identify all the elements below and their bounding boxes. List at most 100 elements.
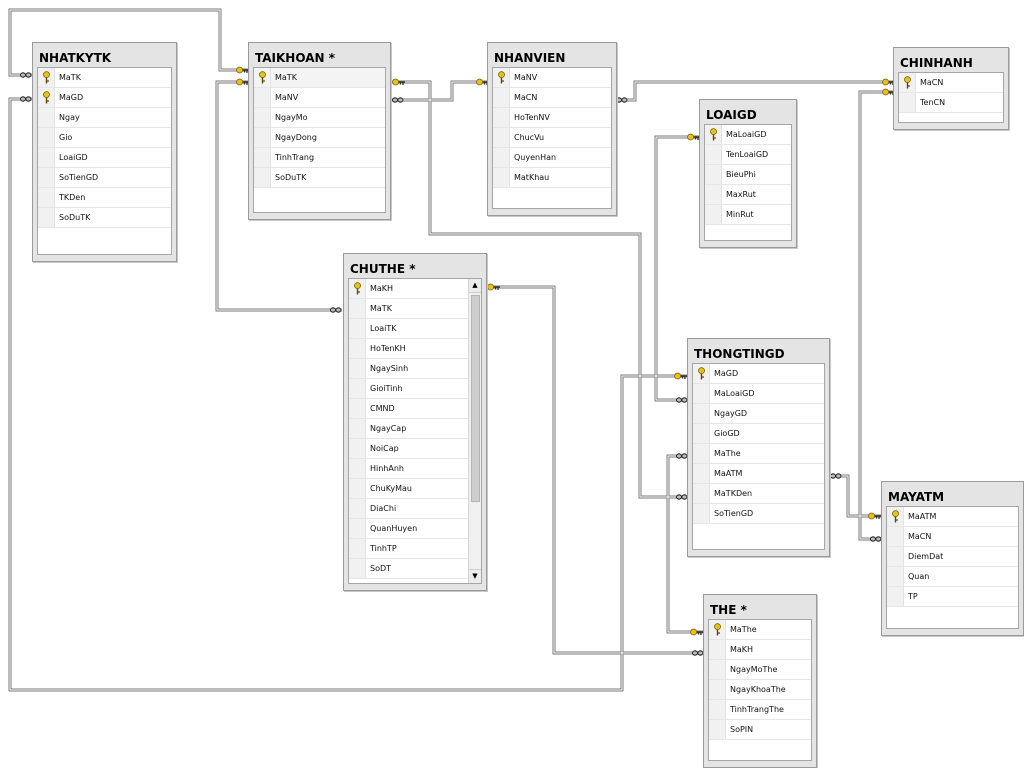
column-name: ChuKyMau: [370, 484, 412, 493]
column-name: HoTenNV: [514, 113, 550, 122]
column-row[interactable]: HinhAnh: [349, 459, 481, 479]
column-row[interactable]: NgaySinh: [349, 359, 481, 379]
column-row[interactable]: MatKhau: [493, 168, 611, 188]
column-row[interactable]: MaKH: [349, 279, 481, 299]
table-title: MAYATM: [888, 490, 945, 504]
column-row[interactable]: GioiTinh: [349, 379, 481, 399]
column-row[interactable]: MaThe: [709, 620, 811, 640]
column-name: MaTK: [370, 304, 392, 313]
column-name: MaTKDen: [714, 489, 753, 498]
column-row[interactable]: ChuKyMau: [349, 479, 481, 499]
column-name: TKDen: [59, 193, 86, 202]
table-nhatkytk[interactable]: NHATKYTK MaTK MaGD Ngay Gio LoaiGD SoTie…: [32, 42, 177, 262]
column-row[interactable]: ChucVu: [493, 128, 611, 148]
column-row[interactable]: TinhTrang: [254, 148, 385, 168]
column-row[interactable]: SoTienGD: [38, 168, 171, 188]
column-row[interactable]: MaKH: [709, 640, 811, 660]
column-row[interactable]: CMND: [349, 399, 481, 419]
column-row[interactable]: LoaiGD: [38, 148, 171, 168]
column-name: GioiTinh: [370, 384, 403, 393]
column-row[interactable]: MaCN: [493, 88, 611, 108]
column-row[interactable]: SoDT: [349, 559, 481, 579]
column-name: Ngay: [59, 113, 80, 122]
column-row[interactable]: MaCN: [899, 73, 1003, 93]
table-loaigd[interactable]: LOAIGD MaLoaiGD TenLoaiGD BieuPhi MaxRut…: [699, 99, 797, 248]
column-name: MaCN: [920, 78, 944, 87]
column-row[interactable]: DiemDat: [887, 547, 1018, 567]
table-title: THE *: [710, 603, 747, 617]
vertical-scrollbar[interactable]: ▲ ▼: [468, 279, 481, 583]
column-list: MaCN TenCN: [898, 72, 1004, 123]
column-row[interactable]: GioGD: [693, 424, 824, 444]
column-row[interactable]: MaTK: [38, 68, 171, 88]
column-row[interactable]: MaNV: [254, 88, 385, 108]
column-row[interactable]: MaLoaiGD: [705, 125, 791, 145]
table-title: THONGTINGD: [694, 347, 785, 361]
column-row[interactable]: TenCN: [899, 93, 1003, 113]
column-name: Gio: [59, 133, 73, 142]
column-row[interactable]: LoaiTK: [349, 319, 481, 339]
table-the[interactable]: THE * MaThe MaKH NgayMoThe NgayKhoaThe T…: [703, 594, 817, 768]
table-nhanvien[interactable]: NHANVIEN MaNV MaCN HoTenNV ChucVu QuyenH…: [487, 42, 617, 216]
table-mayatm[interactable]: MAYATM MaATM MaCN DiemDat Quan TP: [881, 481, 1024, 636]
column-row[interactable]: MaATM: [693, 464, 824, 484]
column-row[interactable]: Ngay: [38, 108, 171, 128]
column-row[interactable]: MaATM: [887, 507, 1018, 527]
column-row[interactable]: NgayGD: [693, 404, 824, 424]
column-row[interactable]: NgayKhoaThe: [709, 680, 811, 700]
column-name: MaGD: [59, 93, 84, 102]
column-name: MaxRut: [726, 190, 756, 199]
column-name: QuyenHan: [514, 153, 557, 162]
column-row[interactable]: NoiCap: [349, 439, 481, 459]
column-row[interactable]: TKDen: [38, 188, 171, 208]
column-row[interactable]: NgayCap: [349, 419, 481, 439]
table-title: LOAIGD: [706, 108, 757, 122]
column-row[interactable]: SoDuTK: [38, 208, 171, 228]
column-row[interactable]: Quan: [887, 567, 1018, 587]
triangle-down-icon[interactable]: ▼: [469, 569, 481, 583]
table-taikhoan[interactable]: TAIKHOAN * MaTK MaNV NgayMo NgayDong Tin…: [248, 42, 391, 220]
key-icon: [498, 71, 505, 84]
table-chuthe[interactable]: CHUTHE * MaKH MaTK LoaiTK HoTenKH NgaySi…: [343, 253, 487, 591]
column-row[interactable]: MaTK: [254, 68, 385, 88]
column-row[interactable]: MaLoaiGD: [693, 384, 824, 404]
column-row[interactable]: TinhTrangThe: [709, 700, 811, 720]
column-row[interactable]: SoTienGD: [693, 504, 824, 524]
column-row[interactable]: SoDuTK: [254, 168, 385, 188]
column-row[interactable]: NgayMo: [254, 108, 385, 128]
column-row[interactable]: TinhTP: [349, 539, 481, 559]
column-row[interactable]: MaTKDen: [693, 484, 824, 504]
column-row[interactable]: NgayDong: [254, 128, 385, 148]
column-name: NgayDong: [275, 133, 317, 142]
table-title: CHUTHE *: [350, 262, 416, 276]
column-row[interactable]: MaxRut: [705, 185, 791, 205]
scrollbar-thumb[interactable]: [471, 295, 480, 502]
column-name: NoiCap: [370, 444, 399, 453]
column-row[interactable]: QuanHuyen: [349, 519, 481, 539]
column-row[interactable]: MaCN: [887, 527, 1018, 547]
column-row[interactable]: MinRut: [705, 205, 791, 225]
column-name: GioGD: [714, 429, 740, 438]
triangle-up-icon[interactable]: ▲: [469, 279, 481, 293]
column-row[interactable]: MaGD: [693, 364, 824, 384]
column-name: LoaiTK: [370, 324, 397, 333]
column-row[interactable]: HoTenKH: [349, 339, 481, 359]
table-chinhanh[interactable]: CHINHANH MaCN TenCN: [893, 47, 1009, 130]
column-row[interactable]: HoTenNV: [493, 108, 611, 128]
column-row[interactable]: BieuPhi: [705, 165, 791, 185]
column-row[interactable]: TP: [887, 587, 1018, 607]
column-row[interactable]: TenLoaiGD: [705, 145, 791, 165]
column-row[interactable]: MaTK: [349, 299, 481, 319]
key-icon: [392, 78, 406, 86]
column-row[interactable]: QuyenHan: [493, 148, 611, 168]
column-row[interactable]: SoPIN: [709, 720, 811, 740]
column-row[interactable]: MaGD: [38, 88, 171, 108]
column-row[interactable]: NgayMoThe: [709, 660, 811, 680]
table-thongtingd[interactable]: THONGTINGD MaGD MaLoaiGD NgayGD GioGD Ma…: [687, 338, 830, 557]
column-row[interactable]: Gio: [38, 128, 171, 148]
column-list: MaThe MaKH NgayMoThe NgayKhoaThe TinhTra…: [708, 619, 812, 761]
column-row[interactable]: MaNV: [493, 68, 611, 88]
column-row[interactable]: MaThe: [693, 444, 824, 464]
column-row[interactable]: DiaChi: [349, 499, 481, 519]
